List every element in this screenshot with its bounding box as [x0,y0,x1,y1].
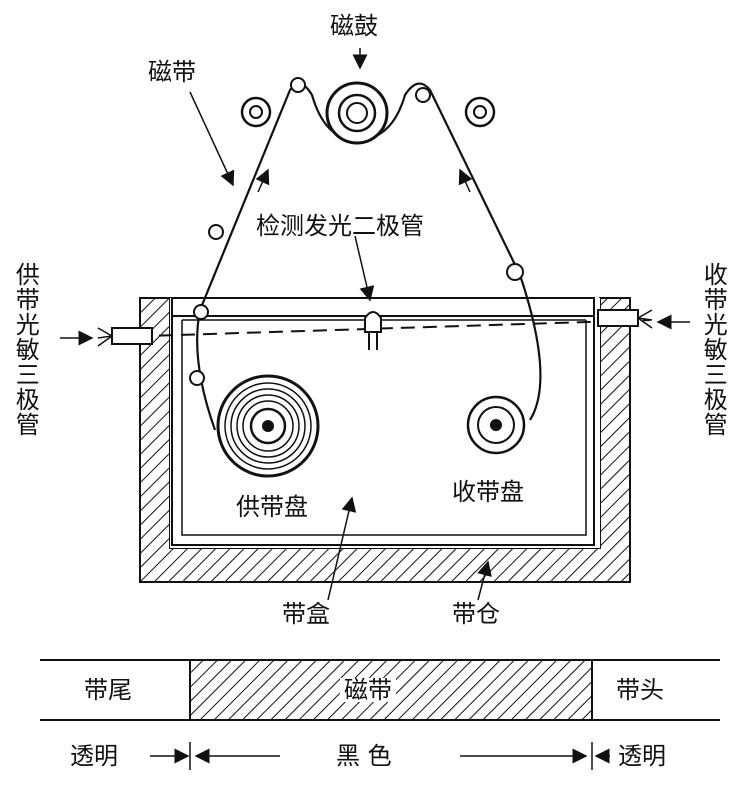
takeup-reel-label: 收带盘 [452,478,524,506]
cassette-label-arrow [327,496,357,601]
transparent-right-label: 透明 [618,742,666,770]
supply-reel-shape [216,374,320,478]
tape-tail-label: 带尾 [84,676,132,704]
tape-head-label: 带头 [616,676,664,704]
supply-reel-label: 供带盘 [236,493,308,521]
tape-to-supply [196,309,217,431]
tape-label: 磁带 [148,58,196,86]
cassette-box [171,297,595,546]
compartment-label-arrow [477,560,492,601]
detect-led-shape [354,235,382,350]
drum-shape [325,81,389,145]
takeup-sensor-label: 收带光敏三极管 [699,262,728,437]
dimension-line [150,742,610,770]
black-middle-label: 黑 色 [336,742,392,770]
takeup-reel-shape [466,395,526,455]
compartment-label: 带仓 [452,600,500,628]
tape-compartment [139,297,631,583]
transparent-left-label: 透明 [70,742,118,770]
supply-sensor-shape [60,327,153,347]
guide-rollers [189,77,524,386]
tape-arrow-right [458,168,473,193]
tape-label-arrow [189,91,235,187]
takeup-sensor-shape [597,309,690,330]
tape-arrow-left [255,168,270,193]
light-path [114,319,651,338]
cassette-label: 带盒 [282,600,330,628]
detect-led-label: 检测发光二极管 [256,212,424,240]
supply-sensor-label: 供带光敏三极管 [11,262,40,437]
drum-label: 磁鼓 [330,12,378,40]
tape-middle-label: 磁带 [340,678,396,702]
tape-path [198,82,542,421]
